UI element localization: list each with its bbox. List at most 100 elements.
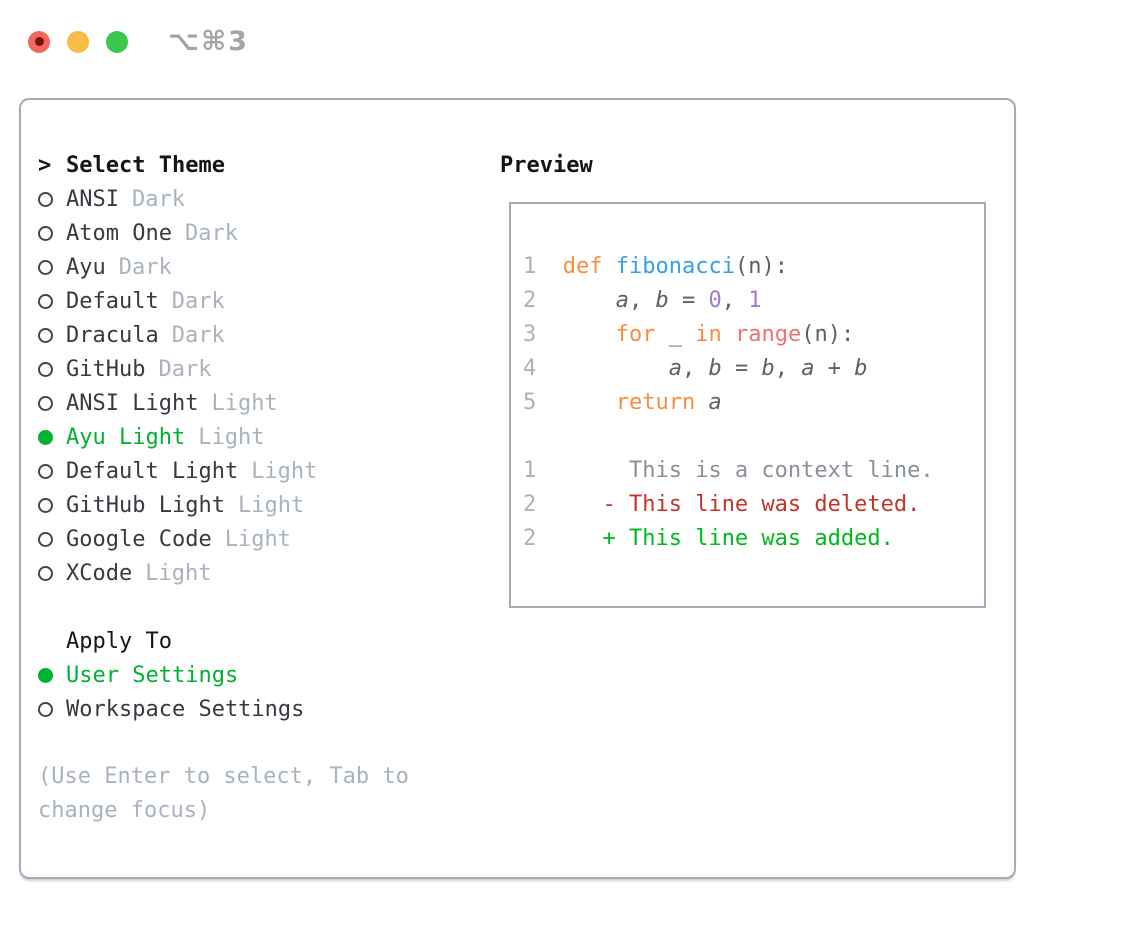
radio-icon [38,531,53,547]
code-line-4: 4 a, b = b, a + b [523,352,984,386]
theme-option-ayu-light-light[interactable]: Ayu Light Light [38,420,488,454]
theme-variant-label: Light [198,424,265,450]
radio-icon [38,361,53,377]
code-segment: This is a context line. [628,458,934,483]
line-number: 2 [523,288,537,313]
theme-label: Dracula [66,322,159,348]
apply-to-header: Apply To [38,624,488,658]
theme-label: Atom One [66,220,172,246]
help-hint: (Use Enter to select, Tab to change focu… [38,764,409,823]
code-segment: def [562,254,603,279]
code-segment: , [681,356,709,381]
theme-label: GitHub Light [66,492,225,518]
theme-option-default-dark[interactable]: Default Dark [38,284,488,318]
line-number: 1 [523,254,537,279]
code-segment: b [761,356,775,381]
close-button[interactable] [28,30,50,53]
theme-label: Default [66,288,159,314]
line-number: 4 [523,356,537,381]
radio-icon [38,225,53,241]
code-line-7: 1 This is a context line. [523,454,984,488]
code-segment: + This line was added. [602,526,894,551]
theme-option-google-code-light[interactable]: Google Code Light [38,522,488,556]
code-segment: + [814,356,855,381]
code-segment [536,390,615,415]
code-segment [536,288,615,313]
theme-variant-label: Light [211,390,278,416]
theme-label: Ayu [66,254,106,280]
theme-variant-label: Dark [131,186,185,212]
line-number: 3 [523,322,537,347]
code-segment: return [615,390,696,415]
select-theme-header: > Select Theme [38,148,488,182]
theme-label: GitHub [66,356,146,382]
code-segment [603,254,616,279]
radio-icon [38,497,53,513]
apply-to-title: Apply To [66,628,172,654]
titlebar: ⌥⌘3 [28,26,249,57]
code-segment: a [708,390,722,415]
code-segment: (n): [734,254,788,279]
code-segment [536,492,602,517]
caret-icon: > [38,152,52,178]
code-line-3: 3 for _ in range(n): [523,318,984,352]
theme-option-ansi-dark[interactable]: ANSI Dark [38,182,488,216]
code-segment: , [628,288,656,313]
code-segment [536,458,629,483]
theme-variant-label: Light [224,526,291,552]
code-segment [722,322,735,347]
code-segment: a [668,356,682,381]
theme-label: Ayu Light [66,424,186,450]
apply-option-label: Workspace Settings [66,696,305,722]
radio-icon [38,259,53,275]
theme-label: Default Light [66,458,239,484]
spacer [38,590,488,624]
theme-label: ANSI Light [66,390,199,416]
code-line-1: 1 def fibonacci(n): [523,250,984,284]
code-segment [695,390,708,415]
code-segment: , [774,356,802,381]
preview-header: Preview [500,148,593,182]
theme-variant-label: Dark [171,322,225,348]
radio-icon [38,395,53,411]
theme-variant-label: Dark [171,288,225,314]
theme-label: Google Code [66,526,212,552]
spacer [38,726,488,760]
code-segment: 1 [748,288,762,313]
code-line-2: 2 a, b = 0, 1 [523,284,984,318]
code-segment: b [655,288,669,313]
theme-variant-label: Dark [118,254,172,280]
radio-icon [38,191,53,207]
apply-option-label: User Settings [66,662,239,688]
code-segment: range [734,322,802,347]
code-segment: b [708,356,722,381]
theme-option-ansi-light-light[interactable]: ANSI Light Light [38,386,488,420]
line-number: 5 [523,390,537,415]
theme-variant-label: Light [251,458,318,484]
code-line-9: 2 + This line was added. [523,522,984,556]
zoom-button[interactable] [106,30,128,53]
code-segment: , [721,288,749,313]
theme-option-default-light-light[interactable]: Default Light Light [38,454,488,488]
theme-label: ANSI [66,186,119,212]
theme-option-dracula-dark[interactable]: Dracula Dark [38,318,488,352]
code-segment [536,356,668,381]
line-number: 1 [523,458,537,483]
apply-option-user-settings[interactable]: User Settings [38,658,488,692]
code-segment [536,322,615,347]
theme-label: XCode [66,560,133,586]
theme-option-ayu-dark[interactable]: Ayu Dark [38,250,488,284]
code-segment: fibonacci [615,254,735,279]
code-line-8: 2 - This line was deleted. [523,488,984,522]
minimize-button[interactable] [67,30,89,53]
apply-option-workspace-settings[interactable]: Workspace Settings [38,692,488,726]
code-segment: _ [655,322,696,347]
code-segment [536,526,602,551]
